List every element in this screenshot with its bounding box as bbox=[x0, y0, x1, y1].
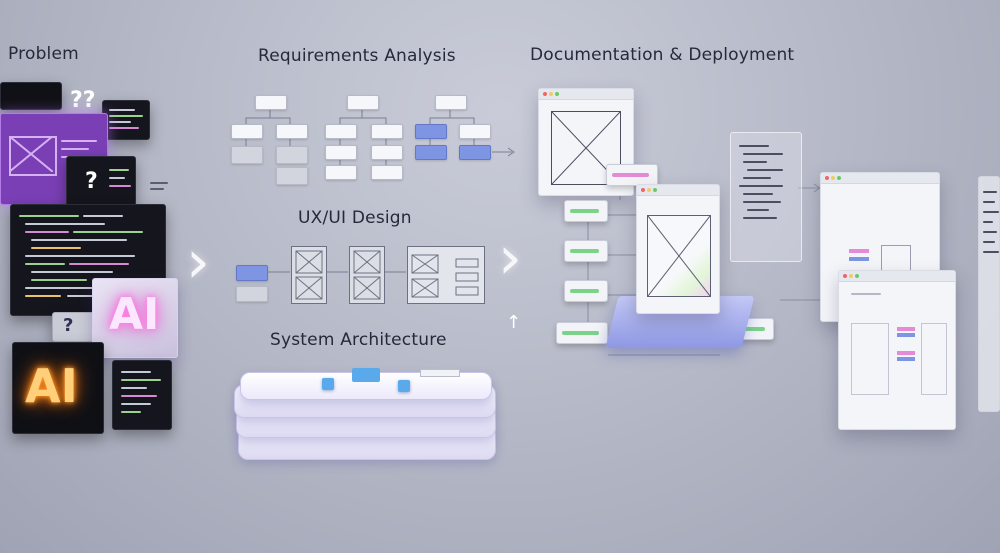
tree-node bbox=[325, 165, 357, 180]
code-window-icon: ? bbox=[66, 156, 136, 206]
chevron-right-icon: › bbox=[186, 227, 210, 297]
tree-node bbox=[276, 146, 308, 164]
component-chip bbox=[564, 200, 608, 222]
ai-panel-small: AI bbox=[92, 278, 178, 358]
component-chip bbox=[556, 322, 608, 344]
flow-start-node bbox=[236, 265, 268, 281]
tree-node bbox=[459, 124, 491, 139]
doc-app-window bbox=[636, 184, 720, 314]
wireframe-icon bbox=[407, 246, 485, 304]
component-chip bbox=[564, 280, 608, 302]
service-block bbox=[352, 368, 380, 382]
tree-node bbox=[255, 95, 287, 110]
tree-node bbox=[371, 124, 403, 139]
component-chip bbox=[606, 164, 658, 186]
stage-label-requirements: Requirements Analysis bbox=[258, 46, 456, 66]
question-mark-icon: ? bbox=[85, 169, 98, 194]
service-cube-icon bbox=[322, 378, 334, 390]
wireframe-icon bbox=[9, 136, 57, 176]
tree-node bbox=[325, 145, 357, 160]
ai-label-large: AI bbox=[25, 359, 78, 413]
wireframe-icon bbox=[291, 246, 327, 304]
tree-node bbox=[325, 124, 357, 139]
tree-node-highlight bbox=[459, 145, 491, 160]
component-chip bbox=[564, 240, 608, 262]
code-window-icon bbox=[0, 82, 62, 110]
tree-node bbox=[347, 95, 379, 110]
tree-node bbox=[231, 124, 263, 139]
wireframe-icon bbox=[647, 215, 711, 297]
code-window-icon bbox=[112, 360, 172, 430]
code-window-icon bbox=[978, 176, 1000, 412]
code-window-icon bbox=[102, 100, 150, 140]
tree-node-highlight bbox=[415, 124, 447, 139]
stage-label-problem: Problem bbox=[8, 44, 79, 64]
question-mark-icon: ?? bbox=[70, 88, 96, 113]
service-block bbox=[420, 369, 460, 377]
code-window-icon bbox=[730, 132, 802, 262]
service-cube-icon bbox=[398, 380, 410, 392]
stage-label-architecture: System Architecture bbox=[270, 330, 447, 350]
ai-label-small: AI bbox=[109, 289, 160, 340]
ai-panel-large: AI bbox=[12, 342, 104, 434]
code-window-icon: ? bbox=[52, 312, 98, 342]
question-mark-icon: ? bbox=[63, 315, 74, 336]
wireframe-icon bbox=[349, 246, 385, 304]
tree-node bbox=[371, 165, 403, 180]
deployment-window bbox=[838, 270, 956, 430]
tree-node-highlight bbox=[415, 145, 447, 160]
tree-node bbox=[231, 146, 263, 164]
tree-node bbox=[276, 124, 308, 139]
stage-label-uxui: UX/UI Design bbox=[298, 208, 412, 228]
chevron-right-icon: › bbox=[498, 223, 522, 293]
tree-node bbox=[435, 95, 467, 110]
flow-start-node bbox=[236, 286, 268, 302]
tree-node bbox=[276, 167, 308, 185]
stage-label-documentation: Documentation & Deployment bbox=[530, 45, 795, 65]
tree-node bbox=[371, 145, 403, 160]
up-arrow-icon: ↑ bbox=[506, 312, 522, 333]
